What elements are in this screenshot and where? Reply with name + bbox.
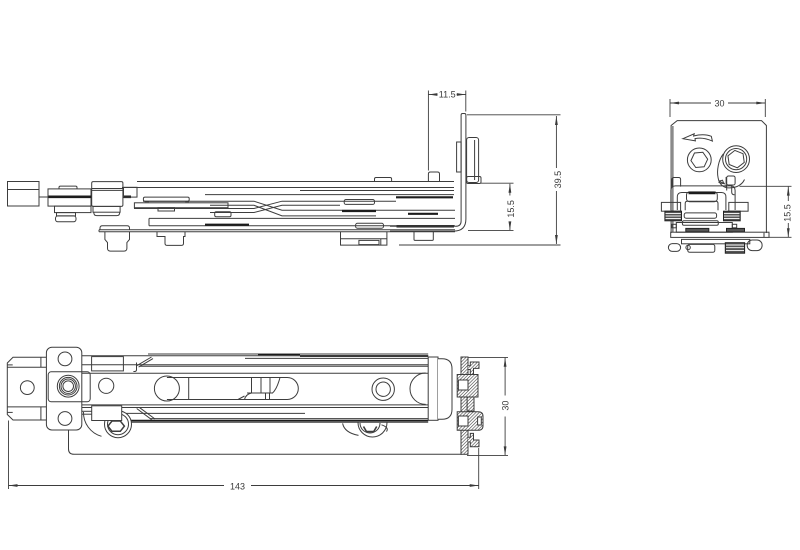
svg-text:30: 30 <box>714 98 724 108</box>
svg-text:30: 30 <box>501 401 511 411</box>
svg-text:143: 143 <box>230 482 245 492</box>
svg-text:39.5: 39.5 <box>553 171 563 189</box>
svg-text:11.5: 11.5 <box>439 89 456 99</box>
svg-text:15.5: 15.5 <box>506 200 516 218</box>
svg-text:15.5: 15.5 <box>783 204 793 222</box>
